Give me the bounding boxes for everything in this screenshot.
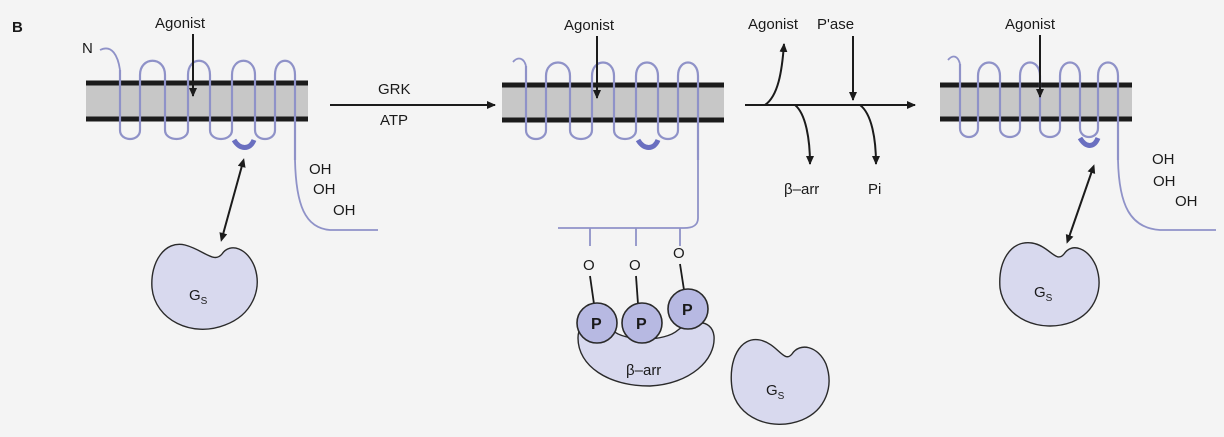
phosphate-group-1: P: [577, 303, 617, 343]
oh-1b: OH: [313, 181, 336, 198]
c-terminal-tail-2: [558, 160, 698, 228]
gs-label-3: G: [1034, 284, 1046, 301]
g-protein-binding-loop: [234, 140, 254, 148]
gs-label-1: G: [189, 287, 201, 304]
agonist-out-label: Agonist: [748, 16, 799, 33]
panel-label: B: [12, 19, 23, 36]
phosphate-release-arrow: [860, 105, 876, 164]
n-terminus-label: N: [82, 40, 93, 57]
gs-protein-3: GS: [1000, 243, 1099, 326]
membrane-3: [940, 85, 1132, 119]
grk-label: GRK: [378, 81, 411, 98]
c-terminal-tail: [295, 160, 378, 230]
g-protein-binding-loop-2: [638, 140, 658, 148]
arrestin-out-label: β–arr: [784, 181, 819, 198]
phosphatase-label: P'ase: [817, 16, 854, 33]
transition-grk: GRK ATP: [330, 81, 495, 129]
atp-label: ATP: [380, 112, 408, 129]
phospho-o-1: O: [583, 257, 595, 274]
phosphate-group-2: P: [622, 303, 662, 343]
oh-1c: OH: [333, 202, 356, 219]
agonist-label-2: Agonist: [564, 17, 615, 34]
svg-text:P: P: [682, 302, 693, 319]
oh-3c: OH: [1175, 193, 1198, 210]
phospho-o-3: O: [673, 245, 685, 262]
n-terminal-tail-2: [513, 59, 526, 66]
oh-1a: OH: [309, 161, 332, 178]
g-protein-binding-loop-3: [1080, 138, 1098, 146]
coupling-arrow-3: [1068, 168, 1093, 240]
state-1-receptor: N Agonist OH OH OH GS: [82, 15, 378, 329]
gs-protein-2: GS: [731, 340, 829, 425]
svg-text:P: P: [591, 316, 602, 333]
phosphate-group-3: P: [668, 289, 708, 329]
n-terminal-tail: [100, 48, 120, 70]
oh-3b: OH: [1153, 173, 1176, 190]
gs-subscript-1: S: [201, 296, 208, 307]
oh-3a: OH: [1152, 151, 1175, 168]
arrestin-label: β–arr: [626, 362, 661, 379]
arrestin-release-arrow: [795, 105, 810, 164]
agonist-label-1: Agonist: [155, 15, 206, 32]
transition-dephosphorylation: Agonist P'ase β–arr Pi: [745, 16, 915, 198]
svg-text:P: P: [636, 316, 647, 333]
gs-label-2: G: [766, 382, 778, 399]
phospho-o-2: O: [629, 257, 641, 274]
c-terminal-tail-3: [1118, 160, 1216, 230]
state-3-receptor: Agonist OH OH OH GS: [940, 16, 1216, 326]
n-terminal-tail-3: [948, 57, 960, 64]
phosphorylation-sites: O O O: [583, 228, 685, 304]
agonist-label-3: Agonist: [1005, 16, 1056, 33]
gs-subscript-3: S: [1046, 293, 1053, 304]
phosphate-out-label: Pi: [868, 181, 881, 198]
gs-subscript-2: S: [778, 391, 785, 402]
agonist-release-arrow: [765, 44, 784, 105]
gs-protein-1: GS: [152, 244, 257, 329]
coupling-arrow-1: [222, 162, 243, 238]
